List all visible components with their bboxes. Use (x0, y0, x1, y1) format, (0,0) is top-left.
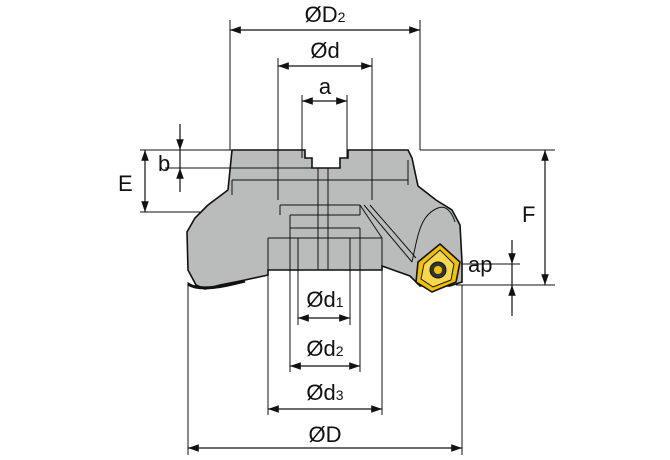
dimension-lines (141, 26, 549, 452)
label-a: a (319, 74, 332, 99)
label-D: ØD (308, 422, 341, 447)
cutter-body (186, 149, 463, 290)
label-d1: Ød1 (306, 287, 343, 312)
extension-lines (140, 20, 555, 455)
label-F: F (522, 202, 535, 227)
label-ap: ap (468, 252, 492, 277)
label-D2: ØD2 (305, 2, 346, 27)
label-E: E (118, 171, 133, 196)
label-d3: Ød3 (306, 380, 343, 405)
cutting-insert (415, 242, 461, 293)
label-d: Ød (310, 38, 339, 63)
label-b: b (158, 151, 170, 176)
label-d2: Ød2 (306, 336, 343, 361)
